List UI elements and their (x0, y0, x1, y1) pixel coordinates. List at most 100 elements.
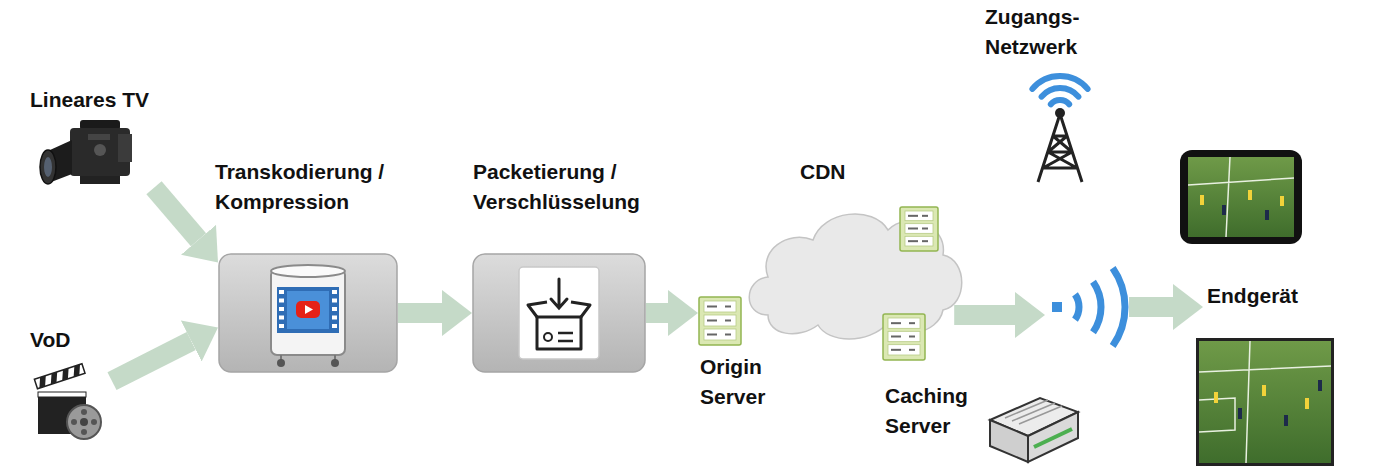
heading-holder: Packetierung / Verschlüsselung (473, 157, 673, 217)
camera-icon (94, 144, 106, 156)
transcoding-icon (296, 301, 320, 318)
server-symbol (908, 240, 918, 242)
transcoding-icon (279, 324, 284, 328)
server-symbol (725, 334, 731, 336)
process-box: Packetierung / Verschlüsselung (472, 253, 646, 373)
process-heading: Packetierung / Verschlüsselung (473, 157, 673, 217)
transcoding-icon (287, 291, 329, 329)
network-heading: Zugangs- Netzwerk (985, 2, 1105, 62)
clapperboard-icon (38, 392, 86, 397)
transcoding-icon (332, 324, 337, 328)
camera-icon (88, 134, 110, 140)
tv-icon (1238, 408, 1242, 419)
transcoding-icon (277, 287, 339, 333)
camera-icon (40, 150, 56, 184)
transcoding-icon (279, 316, 284, 320)
flow-arrow (1129, 297, 1173, 317)
flow-arrow (646, 303, 668, 323)
flow-arrow (398, 303, 442, 323)
clapperboard-icon (81, 409, 87, 415)
server-symbol (908, 228, 918, 230)
transcoding-icon (279, 290, 284, 294)
packaging-icon (519, 267, 599, 359)
server-symbol (922, 228, 928, 230)
tv-icon (1262, 385, 1266, 396)
server-symbol (922, 215, 928, 217)
device-label: Endgerät (1207, 284, 1298, 308)
camera-icon (80, 176, 120, 184)
packaging-icon (519, 267, 599, 359)
server-label: Origin Server (700, 352, 780, 412)
server-icon: Origin Server (698, 296, 742, 346)
transcoding-icon (279, 307, 284, 311)
server-symbol (888, 331, 920, 341)
box-outline (473, 254, 645, 372)
clapperboard-icon (81, 429, 87, 435)
server-symbol (707, 334, 717, 336)
cloud-heading: CDN (800, 157, 846, 187)
heading-holder: CDN (800, 157, 880, 187)
antenna-tower (1032, 76, 1087, 104)
source-label: VoD (30, 328, 70, 352)
server-symbol (704, 329, 736, 340)
server-shape (882, 313, 926, 361)
antenna-tower (1038, 114, 1082, 182)
tv-icon (1318, 380, 1322, 391)
smartphone-icon (1222, 205, 1226, 215)
server-symbol (909, 336, 915, 338)
transcoding-icon (305, 305, 313, 314)
router-icon (990, 398, 1078, 462)
packaging-icon (537, 317, 581, 349)
packaging-icon (551, 279, 567, 308)
tv-icon (1284, 415, 1288, 426)
flow-arrow (112, 341, 191, 381)
clapperboard-icon (91, 419, 97, 425)
transcoding-icon (277, 359, 285, 367)
wifi-arcs (1075, 268, 1125, 346)
device-node: Endgerät (1203, 281, 1303, 311)
server-symbol (888, 345, 920, 355)
server-symbol (704, 315, 736, 326)
transcoding-icon (271, 265, 345, 367)
antenna-tower (1032, 76, 1087, 182)
smartphone-icon (1248, 190, 1252, 200)
server-symbol (891, 322, 901, 324)
router-icon (990, 420, 1028, 462)
packaging-icon (544, 333, 552, 341)
camera-icon (118, 134, 132, 162)
transcoding-icon (331, 359, 339, 367)
router-icon (1005, 400, 1062, 424)
process-heading: Transkodierung / Kompression (215, 157, 415, 217)
transcoding-icon (281, 355, 335, 361)
clapperboard-icon (80, 418, 88, 426)
wifi-dot (1052, 302, 1062, 312)
tv-icon (1199, 341, 1331, 463)
antenna-tower (1055, 108, 1065, 118)
access-network: Zugangs- Netzwerk (1045, 261, 1129, 353)
process-box: Transkodierung / Kompression (218, 253, 398, 373)
clapperboard-icon (71, 419, 77, 425)
source-node: Lineares TV (30, 88, 154, 204)
smartphone-icon (1180, 150, 1302, 244)
connector-group (112, 188, 1173, 381)
camera-icon (44, 157, 52, 177)
flow-arrow (154, 188, 199, 240)
source-node: VoD (30, 328, 112, 446)
cloud-outline (749, 214, 962, 339)
camera-icon (40, 120, 132, 184)
transcoding-icon (332, 307, 337, 311)
server-symbol (909, 349, 915, 351)
server-shape (698, 296, 742, 346)
server-symbol (922, 240, 928, 242)
router-icon (1034, 429, 1072, 447)
server-symbol (704, 301, 736, 312)
server-symbol (900, 207, 938, 251)
grey-shape (218, 253, 398, 373)
tv-icon (1196, 338, 1334, 466)
server-symbol (908, 215, 918, 217)
transcoding-icon (332, 290, 337, 294)
server-symbol (900, 207, 938, 251)
